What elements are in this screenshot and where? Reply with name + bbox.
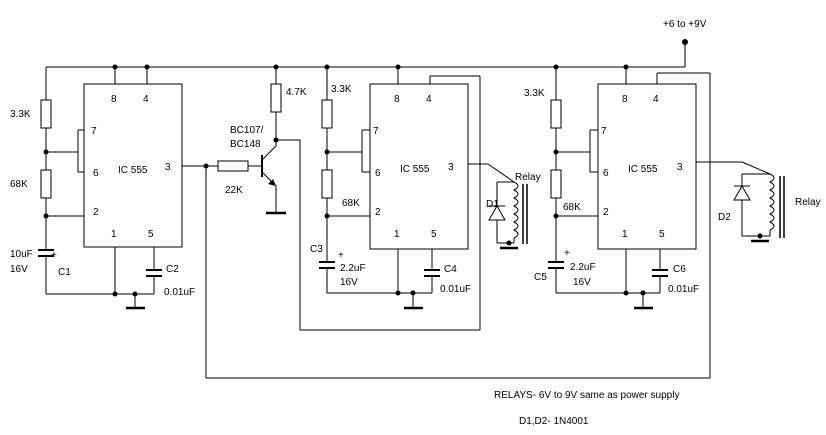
- r1-value: 3.3K: [10, 109, 31, 120]
- ic1-label: IC 555: [118, 165, 148, 176]
- r2-value: 68K: [10, 179, 28, 190]
- ic2-pin7: 7: [373, 126, 379, 137]
- ic1-pin5: 5: [148, 229, 154, 240]
- c3-value: 2.2uF: [340, 263, 366, 274]
- r-68k-stage2: [321, 169, 333, 199]
- ic1-pin7: 7: [91, 126, 97, 137]
- c5-voltage: 16V: [573, 277, 591, 288]
- relay2-label: Relay: [795, 197, 821, 208]
- supply-rail: +6 to +9V: [46, 19, 707, 68]
- ic3-pin6: 6: [603, 168, 609, 179]
- r4-value: 68K: [342, 198, 360, 209]
- d2-label: D2: [718, 212, 731, 223]
- ic3-body: [597, 83, 697, 250]
- relay1-coil: [512, 181, 519, 243]
- r-3-3k-stage3: [550, 99, 562, 129]
- c1-voltage: 16V: [10, 264, 28, 275]
- ic3-pin8: 8: [622, 94, 628, 105]
- c4-value: 0.01uF: [440, 284, 471, 295]
- ic2-pin6: 6: [375, 168, 381, 179]
- c2-name: C2: [166, 264, 179, 275]
- c1-name: C1: [58, 267, 71, 278]
- ic1-body: [83, 83, 183, 248]
- r3-value: 3.3K: [331, 84, 352, 95]
- ic3-pin7: 7: [601, 126, 607, 137]
- c3-name: C3: [310, 244, 323, 255]
- r-68k-stage3: [550, 169, 562, 199]
- diode-d2: [733, 184, 751, 201]
- ic1-pin4: 4: [143, 94, 149, 105]
- ic3-pin5: 5: [659, 229, 665, 240]
- c3-plus: +: [338, 250, 344, 261]
- stage-3: IC 555 8 4 7 6 3 2 1 5 3.3K 68K + C5 2.2…: [524, 64, 821, 310]
- r5-value: 3.3K: [524, 88, 545, 99]
- ic1-pin1: 1: [111, 229, 117, 240]
- ic3-label: IC 555: [628, 164, 658, 175]
- supply-label: +6 to +9V: [663, 19, 707, 30]
- ic2-pin1: 1: [394, 229, 400, 240]
- r-4-7k-collector: [270, 83, 282, 113]
- transistor-model-1: BC107/: [230, 125, 264, 136]
- ic1-pin3: 3: [165, 162, 171, 173]
- ic3-pin2: 2: [603, 207, 609, 218]
- c1-value: 10uF: [10, 249, 33, 260]
- ic3-pin4: 4: [653, 94, 659, 105]
- relay2-coil: [768, 173, 775, 236]
- c5-name: C5: [534, 272, 547, 283]
- ic2-label: IC 555: [400, 164, 430, 175]
- c3-voltage: 16V: [340, 277, 358, 288]
- r6-value: 68K: [563, 202, 581, 213]
- stage-2: IC 555 8 4 7 6 3 2 1 5 3.3K 68K + C3 2.2…: [310, 64, 541, 310]
- r-68k-stage1: [40, 169, 52, 199]
- ic3-pin3: 3: [677, 162, 683, 173]
- c4-name: C4: [444, 264, 457, 275]
- c6-value: 0.01uF: [668, 284, 699, 295]
- d1-label: D1: [486, 199, 499, 210]
- c6-name: C6: [673, 264, 686, 275]
- c5-value: 2.2uF: [570, 262, 596, 273]
- ic2-pin4: 4: [426, 94, 432, 105]
- ic3-pin1: 1: [622, 229, 628, 240]
- note-relays: RELAYS- 6V to 9V same as power supply: [494, 390, 679, 401]
- r-3-3k-stage2: [321, 99, 333, 129]
- c1-plus: +: [51, 250, 57, 261]
- ic2-body: [369, 83, 469, 250]
- ic2-pin3: 3: [448, 162, 454, 173]
- ic2-pin8: 8: [394, 94, 400, 105]
- ic2-pin2: 2: [375, 207, 381, 218]
- transistor-model-2: BC148: [230, 139, 261, 150]
- ic2-pin5: 5: [431, 229, 437, 240]
- r-collector-value: 4.7K: [286, 87, 307, 98]
- relay1-label: Relay: [515, 172, 541, 183]
- c2-value: 0.01uF: [164, 287, 195, 298]
- r-base-value: 22K: [225, 185, 243, 196]
- diode-d1: [488, 204, 506, 221]
- ic1-pin8: 8: [111, 94, 117, 105]
- transistor-driver: 4.7K BC107/ BC148 22K: [205, 64, 711, 379]
- r-22k-base: [217, 160, 249, 172]
- ic1-pin6: 6: [93, 168, 99, 179]
- stage-1: IC 555 8 4 7 6 3 2 1 5 3.3K 68K + 10uF: [10, 64, 209, 310]
- ic1-pin2: 2: [93, 207, 99, 218]
- r-3-3k-stage1: [40, 99, 52, 129]
- c5-plus: +: [564, 248, 570, 259]
- note-diodes: D1,D2- 1N4001: [519, 416, 589, 427]
